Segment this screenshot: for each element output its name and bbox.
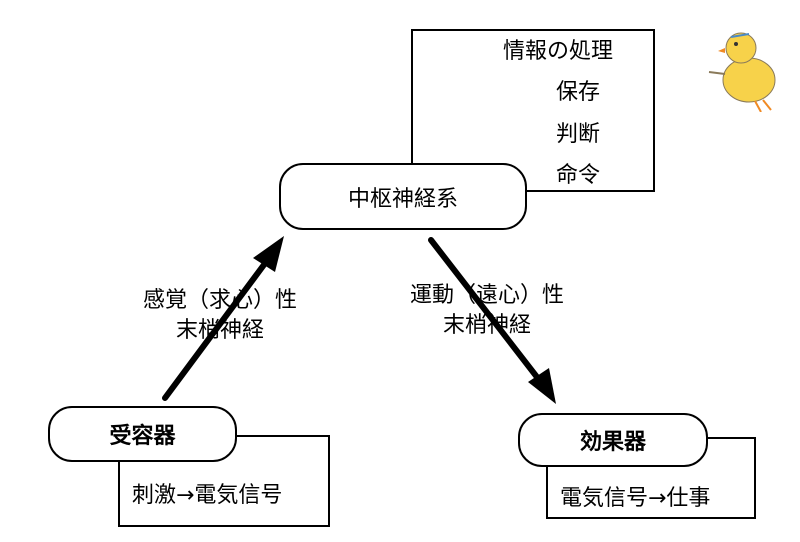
afferent-arrow-head bbox=[253, 236, 284, 272]
effector-node: 効果器 bbox=[518, 413, 708, 467]
efferent-pathway-label: 運動（遠心）性 末梢神経 bbox=[410, 281, 564, 341]
central-nervous-system-label: 中枢神経系 bbox=[347, 186, 458, 212]
efferent-arrow-shaft bbox=[428, 237, 543, 384]
receptor-label: 受容器 bbox=[109, 424, 176, 449]
info-item-judge: 判断 bbox=[556, 122, 601, 147]
afferent-line2: 末梢神経 bbox=[176, 318, 265, 343]
central-nervous-system-node: 中枢神経系 bbox=[279, 163, 527, 230]
effector-description: 電気信号→仕事 bbox=[560, 486, 711, 511]
afferent-arrow-shaft bbox=[162, 259, 269, 401]
chick-icon bbox=[708, 32, 776, 112]
efferent-arrow-head bbox=[528, 368, 556, 404]
effector-label: 効果器 bbox=[579, 430, 646, 455]
info-item-command: 命令 bbox=[556, 163, 601, 188]
info-processing-heading: 情報の処理 bbox=[503, 39, 614, 64]
efferent-line2: 末梢神経 bbox=[443, 313, 532, 338]
receptor-description: 刺激→電気信号 bbox=[132, 483, 283, 508]
receptor-node: 受容器 bbox=[48, 406, 237, 462]
efferent-line1: 運動（遠心）性 bbox=[410, 283, 565, 308]
afferent-line1: 感覚（求心）性 bbox=[143, 288, 298, 313]
afferent-pathway-label: 感覚（求心）性 末梢神経 bbox=[143, 286, 297, 346]
info-item-store: 保存 bbox=[556, 80, 601, 105]
